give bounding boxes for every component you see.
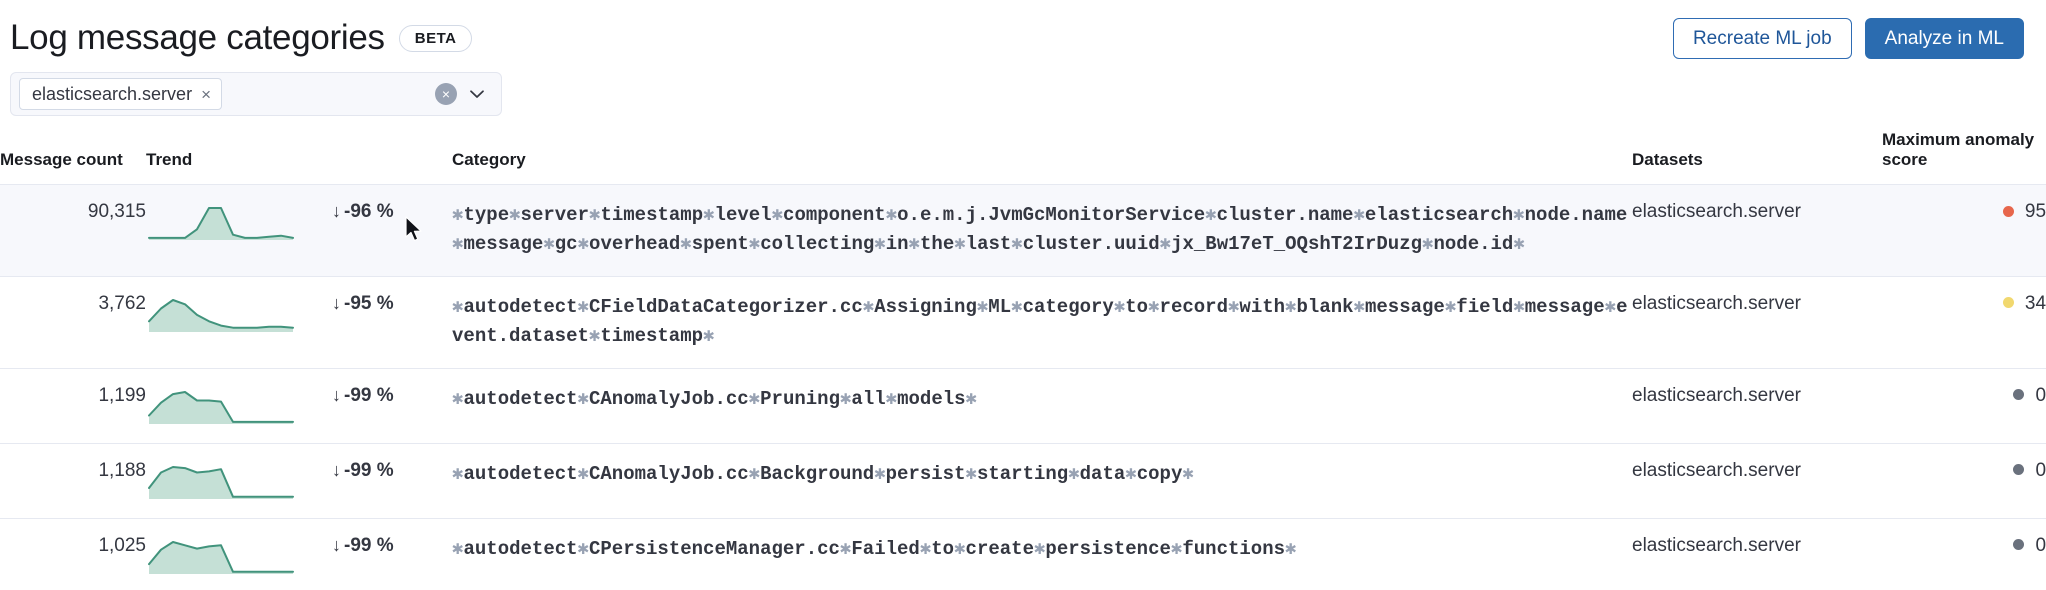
cell-trend-sparkline [146, 276, 332, 369]
delta-value: -99 % [344, 534, 394, 556]
table-row[interactable]: 1,188↓-99 %✱autodetect✱CAnomalyJob.cc✱Ba… [0, 443, 2046, 519]
column-header-datasets[interactable]: Datasets [1632, 130, 1883, 185]
cell-max-anomaly-score: 0 [1882, 518, 2046, 590]
cell-dataset: elasticsearch.server [1632, 184, 1883, 277]
cell-trend-delta: ↓-95 % [332, 276, 453, 369]
severity-dot-icon [2013, 389, 2025, 401]
table-body: 90,315↓-96 %✱type✱server✱timestamp✱level… [0, 184, 2046, 590]
close-icon[interactable]: × [201, 84, 211, 104]
score-value: 0 [2035, 384, 2046, 406]
combobox-pill-elasticsearch-server[interactable]: elasticsearch.server × [19, 78, 222, 110]
clear-all-icon[interactable]: × [435, 83, 457, 105]
table-row[interactable]: 3,762↓-95 %✱autodetect✱CFieldDataCategor… [0, 276, 2046, 369]
cell-message-count: 3,762 [0, 276, 146, 369]
categories-table: Message count Trend Category Datasets Ma… [0, 130, 2046, 590]
cell-max-anomaly-score: 0 [1882, 443, 2046, 519]
cell-max-anomaly-score: 0 [1882, 368, 2046, 444]
delta-value: -95 % [344, 292, 394, 314]
combobox-pill-label: elasticsearch.server [32, 83, 193, 104]
chevron-down-icon[interactable] [467, 84, 487, 104]
cell-max-anomaly-score: 95 [1882, 184, 2046, 277]
cell-trend-delta: ↓-96 % [332, 184, 453, 277]
arrow-down-icon: ↓ [332, 384, 341, 405]
header-actions: Recreate ML job Analyze in ML [1672, 17, 2024, 59]
cell-max-anomaly-score: 34 [1882, 276, 2046, 369]
score-value: 0 [2035, 459, 2046, 481]
analyze-in-ml-button[interactable]: Analyze in ML [1864, 17, 2024, 59]
cell-dataset: elasticsearch.server [1632, 368, 1883, 444]
score-value: 34 [2024, 292, 2046, 314]
cell-trend-sparkline [146, 184, 332, 277]
delta-value: -99 % [344, 384, 394, 406]
cell-trend-delta: ↓-99 % [332, 443, 453, 519]
column-header-message-count[interactable]: Message count [0, 130, 146, 185]
cell-trend-delta: ↓-99 % [332, 518, 453, 590]
cell-dataset: elasticsearch.server [1632, 443, 1883, 519]
cell-message-count: 1,199 [0, 368, 146, 444]
cell-trend-sparkline [146, 368, 332, 444]
cell-category: ✱autodetect✱CPersistenceManager.cc✱Faile… [452, 518, 1633, 590]
cell-dataset: elasticsearch.server [1632, 276, 1883, 369]
arrow-down-icon: ↓ [332, 201, 341, 221]
arrow-down-icon: ↓ [332, 292, 341, 313]
beta-badge: BETA [398, 24, 473, 52]
arrow-down-icon: ↓ [332, 534, 341, 555]
delta-value: -96 % [344, 201, 394, 222]
cell-dataset: elasticsearch.server [1632, 518, 1883, 590]
title-group: Log message categories BETA [10, 17, 473, 58]
cell-message-count: 1,188 [0, 443, 146, 519]
cell-message-count: 1,025 [0, 518, 146, 590]
table-row[interactable]: 1,199↓-99 %✱autodetect✱CAnomalyJob.cc✱Pr… [0, 368, 2046, 444]
arrow-down-icon: ↓ [332, 459, 341, 480]
cell-category: ✱type✱server✱timestamp✱level✱component✱o… [452, 184, 1633, 277]
table-row[interactable]: 1,025↓-99 %✱autodetect✱CPersistenceManag… [0, 518, 2046, 590]
cell-category: ✱autodetect✱CAnomalyJob.cc✱Background✱pe… [452, 443, 1633, 519]
severity-dot-icon [2002, 297, 2014, 309]
severity-dot-icon [2002, 205, 2014, 217]
score-value: 0 [2035, 534, 2046, 556]
table-header-row: Message count Trend Category Datasets Ma… [0, 130, 2046, 185]
delta-value: -99 % [344, 459, 394, 481]
score-value: 95 [2024, 201, 2046, 222]
filter-row: elasticsearch.server × × [0, 62, 2046, 116]
column-header-trend[interactable]: Trend [146, 130, 453, 185]
page-title: Log message categories [10, 17, 385, 57]
cell-trend-sparkline [146, 443, 332, 519]
cell-trend-sparkline [146, 518, 332, 590]
page-header: Log message categories BETA Recreate ML … [0, 0, 2046, 62]
table-row[interactable]: 90,315↓-96 %✱type✱server✱timestamp✱level… [0, 184, 2046, 277]
cell-category: ✱autodetect✱CAnomalyJob.cc✱Pruning✱all✱m… [452, 368, 1633, 444]
severity-dot-icon [2013, 464, 2025, 476]
severity-dot-icon [2013, 539, 2025, 551]
cell-message-count: 90,315 [0, 184, 146, 277]
column-header-max-anomaly-score[interactable]: Maximum anomaly score [1882, 130, 2046, 185]
cell-trend-delta: ↓-99 % [332, 368, 453, 444]
cell-category: ✱autodetect✱CFieldDataCategorizer.cc✱Ass… [452, 276, 1633, 369]
column-header-category[interactable]: Category [452, 130, 1633, 185]
recreate-ml-job-button[interactable]: Recreate ML job [1672, 17, 1852, 59]
dataset-combobox[interactable]: elasticsearch.server × × [10, 72, 502, 116]
table-header: Message count Trend Category Datasets Ma… [0, 130, 2046, 185]
